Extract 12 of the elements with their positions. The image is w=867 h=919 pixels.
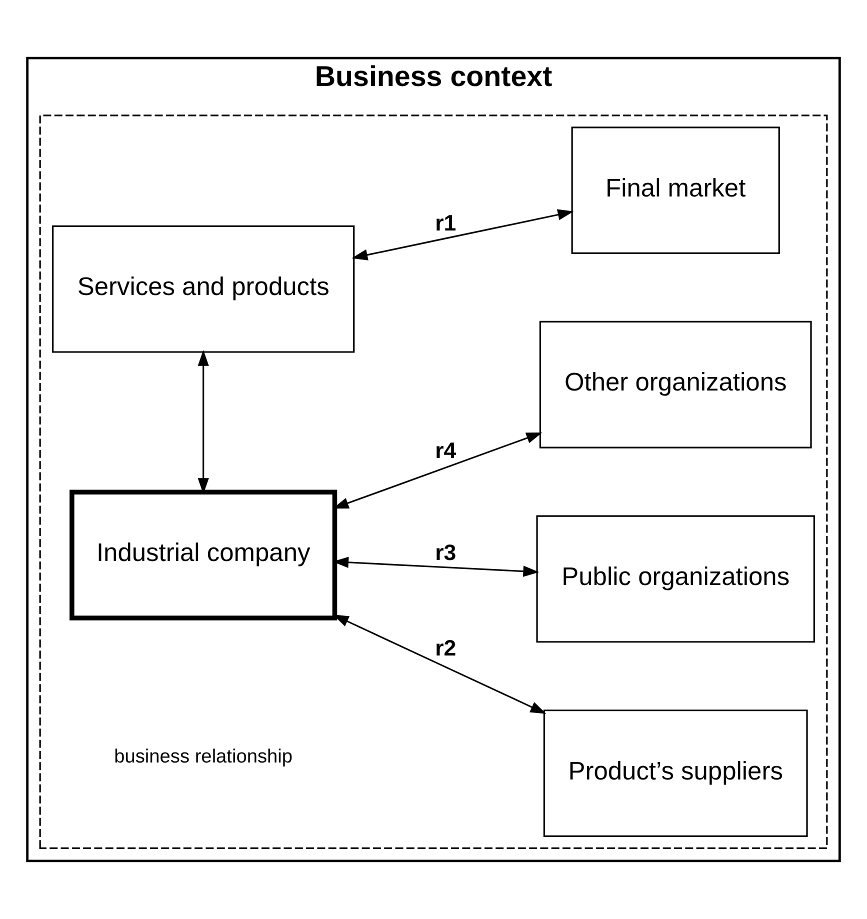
edge-label: r3 — [435, 540, 456, 566]
edge-label: r4 — [435, 438, 456, 464]
edge-label: r1 — [435, 210, 456, 236]
arrow — [352, 209, 574, 260]
node-box: Other organizations — [539, 320, 812, 448]
legend-label: business relationship — [114, 746, 293, 768]
node-box: Industrial company — [70, 490, 338, 620]
node-box: Product’s suppliers — [543, 710, 808, 837]
node-box: Services and products — [52, 225, 355, 353]
node-box: Final market — [571, 126, 780, 254]
edge-label: r2 — [435, 636, 456, 661]
node-box: Public organizations — [536, 515, 815, 643]
